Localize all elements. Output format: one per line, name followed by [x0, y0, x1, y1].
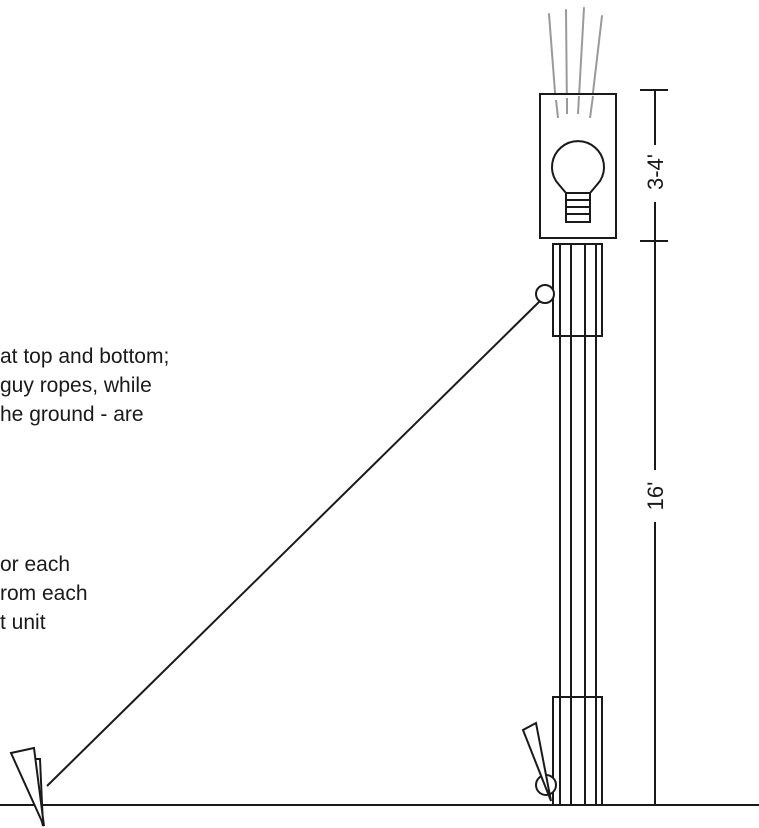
description-line: he ground - are — [0, 403, 144, 426]
light-ray — [555, 99, 559, 119]
description-line: rom each — [0, 582, 88, 605]
description-line: or each — [0, 553, 71, 576]
pole — [559, 243, 597, 806]
description-paragraph-2: or each rom each t unit — [0, 550, 88, 637]
light-bulb-icon — [551, 140, 605, 223]
description-line: t unit — [0, 611, 46, 634]
ground-stake-right — [521, 721, 552, 802]
lower-bracket — [552, 696, 603, 806]
description-line: guy ropes, while — [0, 374, 152, 397]
light-ray — [577, 95, 580, 115]
description-line: at top and bottom; — [0, 345, 170, 368]
ground-stake-left-outline — [9, 746, 45, 827]
dimension-label-housing: 3-4' — [643, 154, 668, 190]
guy-rope-ring — [535, 284, 555, 304]
guy-rope — [46, 298, 543, 787]
light-rays-inner — [555, 95, 594, 119]
description-paragraph-1: at top and bottom; guy ropes, while he g… — [0, 342, 169, 429]
light-ray — [589, 95, 594, 119]
dimension-label-pole: 16' — [643, 482, 668, 511]
